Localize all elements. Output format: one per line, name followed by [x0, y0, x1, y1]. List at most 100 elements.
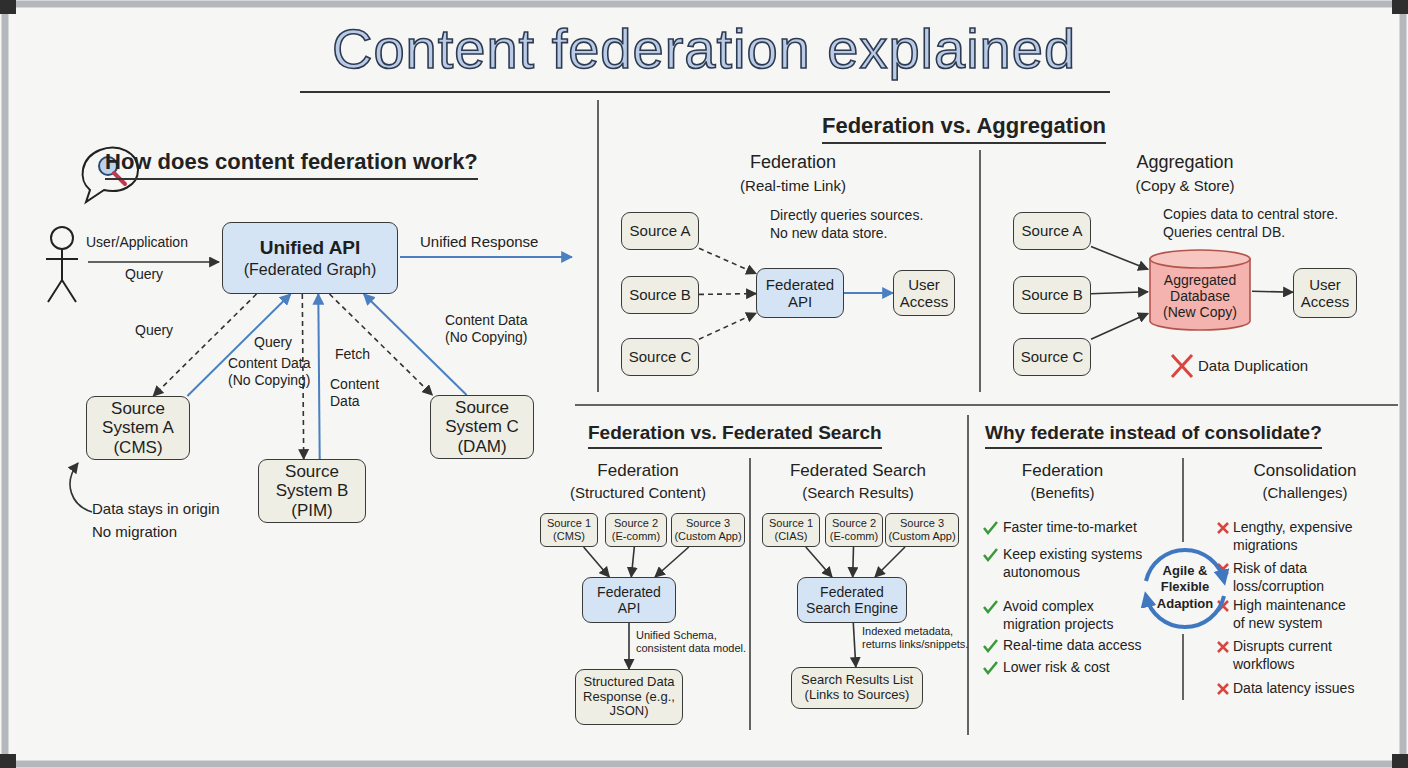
section-heading: Why federate instead of consolidate? — [985, 421, 1322, 449]
cross-mark — [1218, 523, 1228, 533]
query-arrow — [88, 261, 219, 263]
stick-figure-legs — [48, 280, 76, 302]
cylinder-top — [1150, 250, 1250, 268]
connector-arrow — [631, 547, 634, 577]
stick-figure-body — [61, 249, 63, 280]
cylinder-body — [1150, 259, 1250, 330]
connector-arrow — [699, 313, 756, 339]
edge-label: Content Data — [330, 376, 388, 410]
node-heading: Federated Search Engine — [802, 584, 902, 616]
check-mark — [984, 601, 997, 612]
source-box: Source System C (DAM) — [430, 395, 534, 459]
cross-mark — [1172, 355, 1192, 377]
section-divider — [575, 404, 1398, 406]
node-heading: Source System C (DAM) — [435, 398, 529, 457]
cross-mark — [1218, 642, 1228, 652]
connector-arrow — [1091, 314, 1148, 340]
node-heading: Source A — [1022, 222, 1083, 239]
connector-arrow — [853, 623, 856, 667]
api-box: Federated API — [582, 577, 676, 623]
stick-figure-head — [51, 227, 73, 249]
connector-arrow — [852, 547, 854, 577]
edge-label: Fetch — [335, 346, 380, 363]
column-heading: Federation — [563, 460, 713, 481]
source-box: Source B — [1013, 276, 1091, 314]
check-mark — [984, 522, 997, 533]
edge-label: Content Data (No Copying) — [445, 312, 545, 346]
connector-group — [153, 247, 1293, 670]
actor-label: User/Application — [86, 234, 211, 252]
node-heading: User Access — [1298, 276, 1352, 311]
search-engine-box: Federated Search Engine — [797, 577, 907, 623]
connector-arrow — [1091, 292, 1148, 294]
section-heading: Federation vs. Aggregation — [822, 112, 1106, 144]
arrow-label: Query — [125, 266, 175, 284]
challenge-item: Lengthy, expensive migrations — [1233, 519, 1383, 554]
column-subheading: (Challenges) — [1235, 484, 1375, 503]
cross-mark — [1218, 684, 1228, 694]
column-subheading: (Copy & Store) — [1110, 177, 1260, 196]
connector-arrow — [806, 547, 832, 577]
note-text: Directly queries sources. No new data st… — [770, 207, 942, 242]
challenge-item: Disrupts current workflows — [1233, 638, 1373, 673]
source-box: Source 2 (E-comm) — [605, 513, 667, 547]
node-heading: Source 1 (CMS) — [543, 517, 595, 542]
stick-figure-arms — [46, 258, 78, 260]
node-heading: Source C — [1021, 348, 1084, 365]
column-heading: Federation — [718, 151, 868, 174]
source-box: Source A — [621, 212, 699, 250]
edge-label: Indexed metadata, returns links/snippets… — [862, 625, 988, 651]
user-access-box: User Access — [893, 270, 955, 316]
note-text: Copies data to central store. Queries ce… — [1163, 206, 1363, 241]
node-heading: Source System B (PIM) — [263, 462, 361, 521]
column-heading: Aggregation — [1110, 151, 1260, 174]
benefit-item: Keep existing systems autonomous — [1003, 546, 1153, 581]
source-box: Source 3 (Custom App) — [885, 513, 959, 547]
node-heading: Search Results List (Links to Sources) — [796, 673, 918, 703]
frame-corner — [0, 754, 16, 768]
cross-mark — [1172, 355, 1192, 377]
api-box: Unified API(Federated Graph) — [222, 222, 398, 294]
node-heading: Source 2 (E-comm) — [608, 517, 664, 542]
connector-arrow — [1252, 291, 1293, 292]
response-arrow — [400, 256, 572, 258]
section-heading: How does content federation work? — [105, 148, 478, 180]
node-heading: Source B — [629, 286, 691, 303]
benefit-item: Avoid complex migration projects — [1003, 598, 1131, 633]
diagram-title: Content federation explained — [0, 16, 1408, 81]
node-heading: Aggregated Database (New Copy) — [1152, 272, 1248, 320]
source-box: Source 2 (E-comm) — [825, 513, 883, 547]
response-box: Search Results List (Links to Sources) — [791, 667, 923, 709]
node-heading: Source B — [1021, 286, 1083, 303]
note-text: Data stays in origin — [92, 500, 272, 519]
benefit-item: Real-time data access — [1003, 637, 1173, 655]
connector-arrow — [584, 547, 610, 577]
column-subheading: (Structured Content) — [563, 484, 713, 503]
source-box: Source C — [1013, 338, 1091, 376]
challenge-item: Data latency issues — [1233, 680, 1383, 698]
column-heading: Consolidation — [1235, 460, 1375, 481]
source-box: Source B — [621, 276, 699, 314]
source-box: Source C — [621, 338, 699, 376]
section-divider — [749, 458, 751, 730]
edge-label: Query — [254, 334, 304, 351]
node-heading: Source C — [629, 348, 692, 365]
cycle-label: Agile & Flexible Adaption — [1150, 563, 1220, 612]
section-divider — [1182, 634, 1184, 700]
column-heading: Federation — [990, 460, 1135, 481]
benefit-item: Lower risk & cost — [1003, 659, 1173, 677]
node-heading: Source A — [630, 222, 691, 239]
database-cylinder: Aggregated Database (New Copy) — [1148, 248, 1252, 332]
node-heading: Federated API — [587, 584, 671, 616]
column-heading: Federated Search — [783, 460, 933, 481]
connector-arrow — [628, 623, 630, 669]
api-box: Federated API — [756, 268, 844, 318]
column-subheading: (Real-time Link) — [718, 177, 868, 196]
connector-arrow — [844, 292, 893, 294]
node-heading: Source System A (CMS) — [91, 399, 185, 458]
source-box: Source System B (PIM) — [258, 459, 366, 523]
section-divider — [597, 100, 599, 392]
challenge-item: High maintenance of new system — [1233, 597, 1348, 632]
node-heading: Source 3 (Custom App) — [888, 517, 956, 542]
